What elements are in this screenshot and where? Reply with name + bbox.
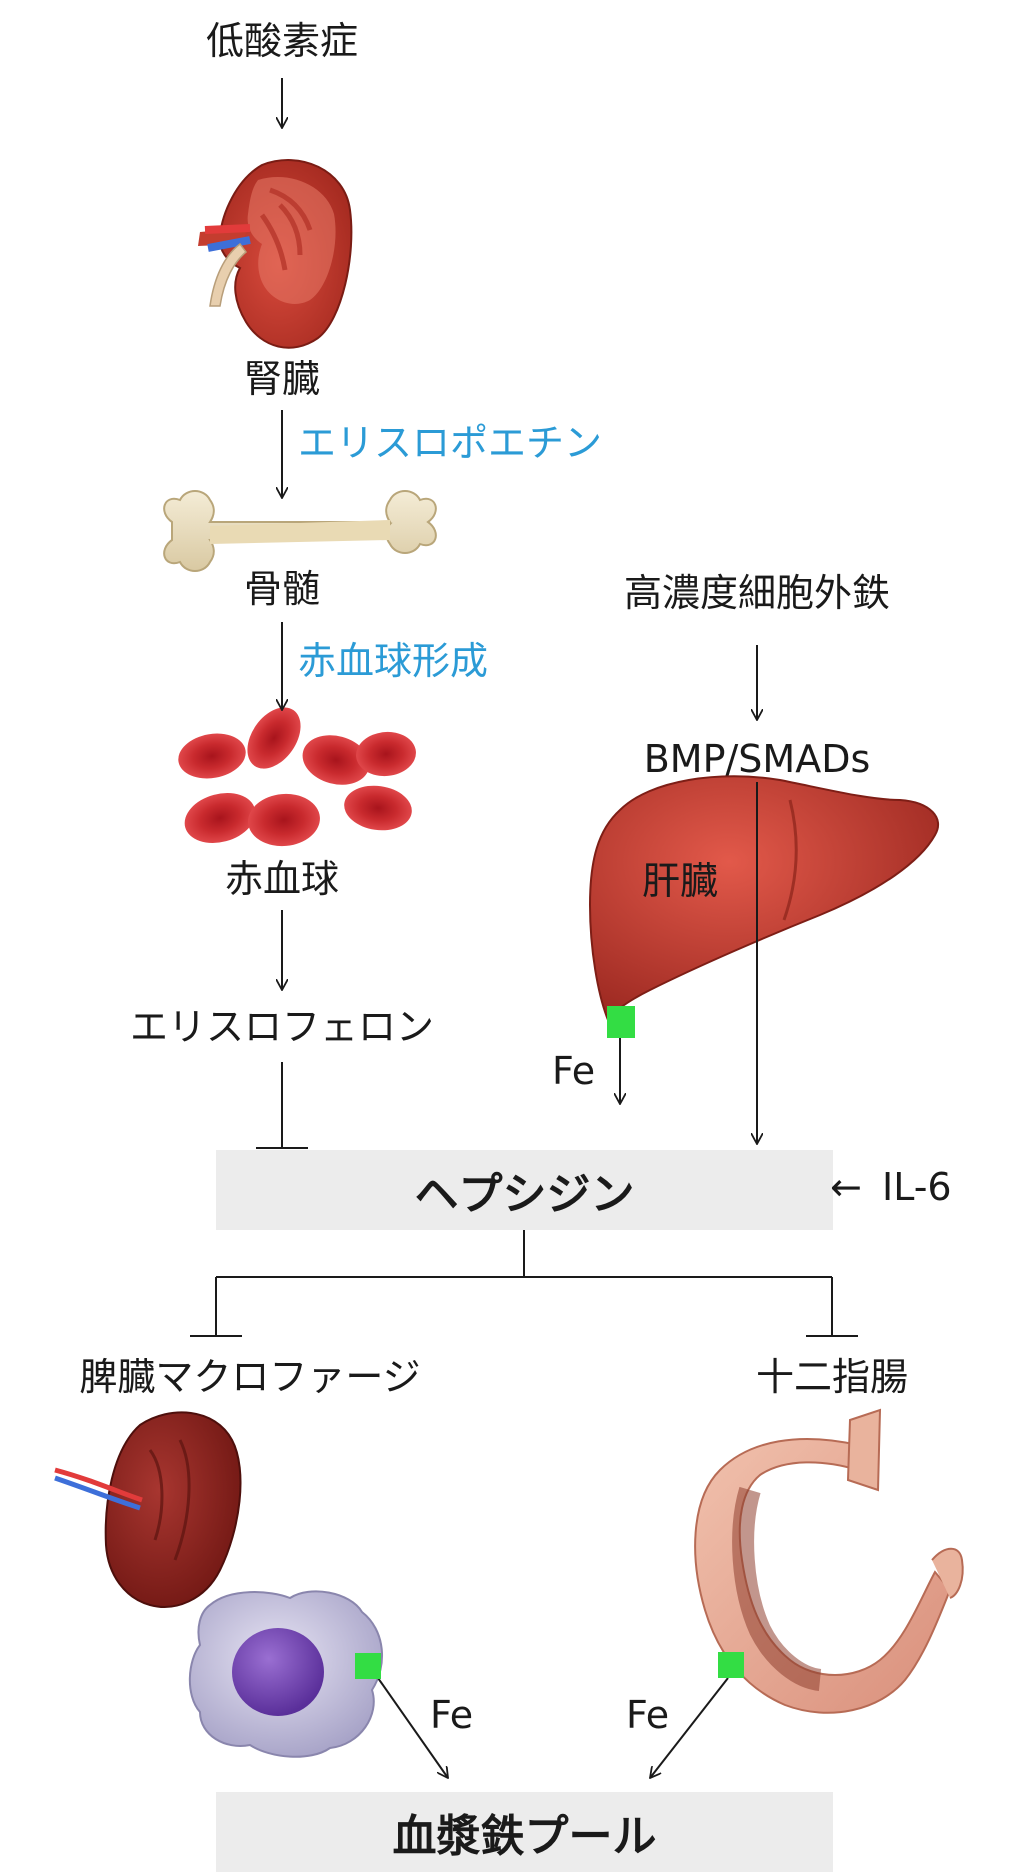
bone-marrow-label: 骨髄 — [243, 567, 321, 611]
duodenum-illustration — [694, 1408, 964, 1714]
plasma-iron-pool-box: 血漿鉄プール — [216, 1792, 833, 1872]
high-iron-label: 高濃度細胞外鉄 — [623, 571, 891, 615]
hepcidin-box: ヘプシジン — [216, 1150, 833, 1230]
liver-illustration — [588, 775, 940, 1023]
bone-illustration — [163, 490, 437, 572]
hypoxia-label: 低酸素症 — [205, 19, 359, 63]
spleen-illustration — [54, 1411, 242, 1608]
kidney-illustration — [198, 159, 353, 349]
red-blood-cells-illustration — [178, 707, 416, 847]
liver-label: 肝臓 — [641, 859, 719, 903]
spleen-macrophage-label: 脾臓マクロファージ — [79, 1355, 421, 1399]
fe-liver-label: Fe — [552, 1049, 596, 1093]
duodenum-iron-marker — [718, 1652, 744, 1678]
liver-iron-marker — [607, 1006, 635, 1038]
bmp-smads-label: BMP/SMADs — [643, 737, 871, 781]
arrow-macrophage-fe-to-pool — [377, 1677, 448, 1778]
fe-duodenum-label: Fe — [626, 1693, 670, 1737]
fe-macrophage-label: Fe — [430, 1693, 474, 1737]
erythroferrone-label: エリスロフェロン — [129, 1005, 435, 1049]
plasma-iron-pool-label: 血漿鉄プール — [392, 1811, 657, 1862]
erythropoietin-label: エリスロポエチン — [298, 421, 603, 465]
kidney-label: 腎臓 — [243, 357, 321, 401]
connectors — [190, 78, 858, 1778]
il6-arrow-icon: ← — [830, 1165, 862, 1209]
erythropoiesis-label: 赤血球形成 — [298, 639, 489, 683]
il6-label: IL-6 — [882, 1165, 952, 1209]
arrow-duodenum-fe-to-pool — [650, 1677, 729, 1778]
duodenum-label: 十二指腸 — [755, 1355, 909, 1399]
rbc-label: 赤血球 — [224, 857, 340, 901]
macrophage-iron-marker — [355, 1653, 381, 1679]
hepcidin-label: ヘプシジン — [414, 1169, 635, 1220]
macrophage-illustration — [188, 1590, 384, 1758]
